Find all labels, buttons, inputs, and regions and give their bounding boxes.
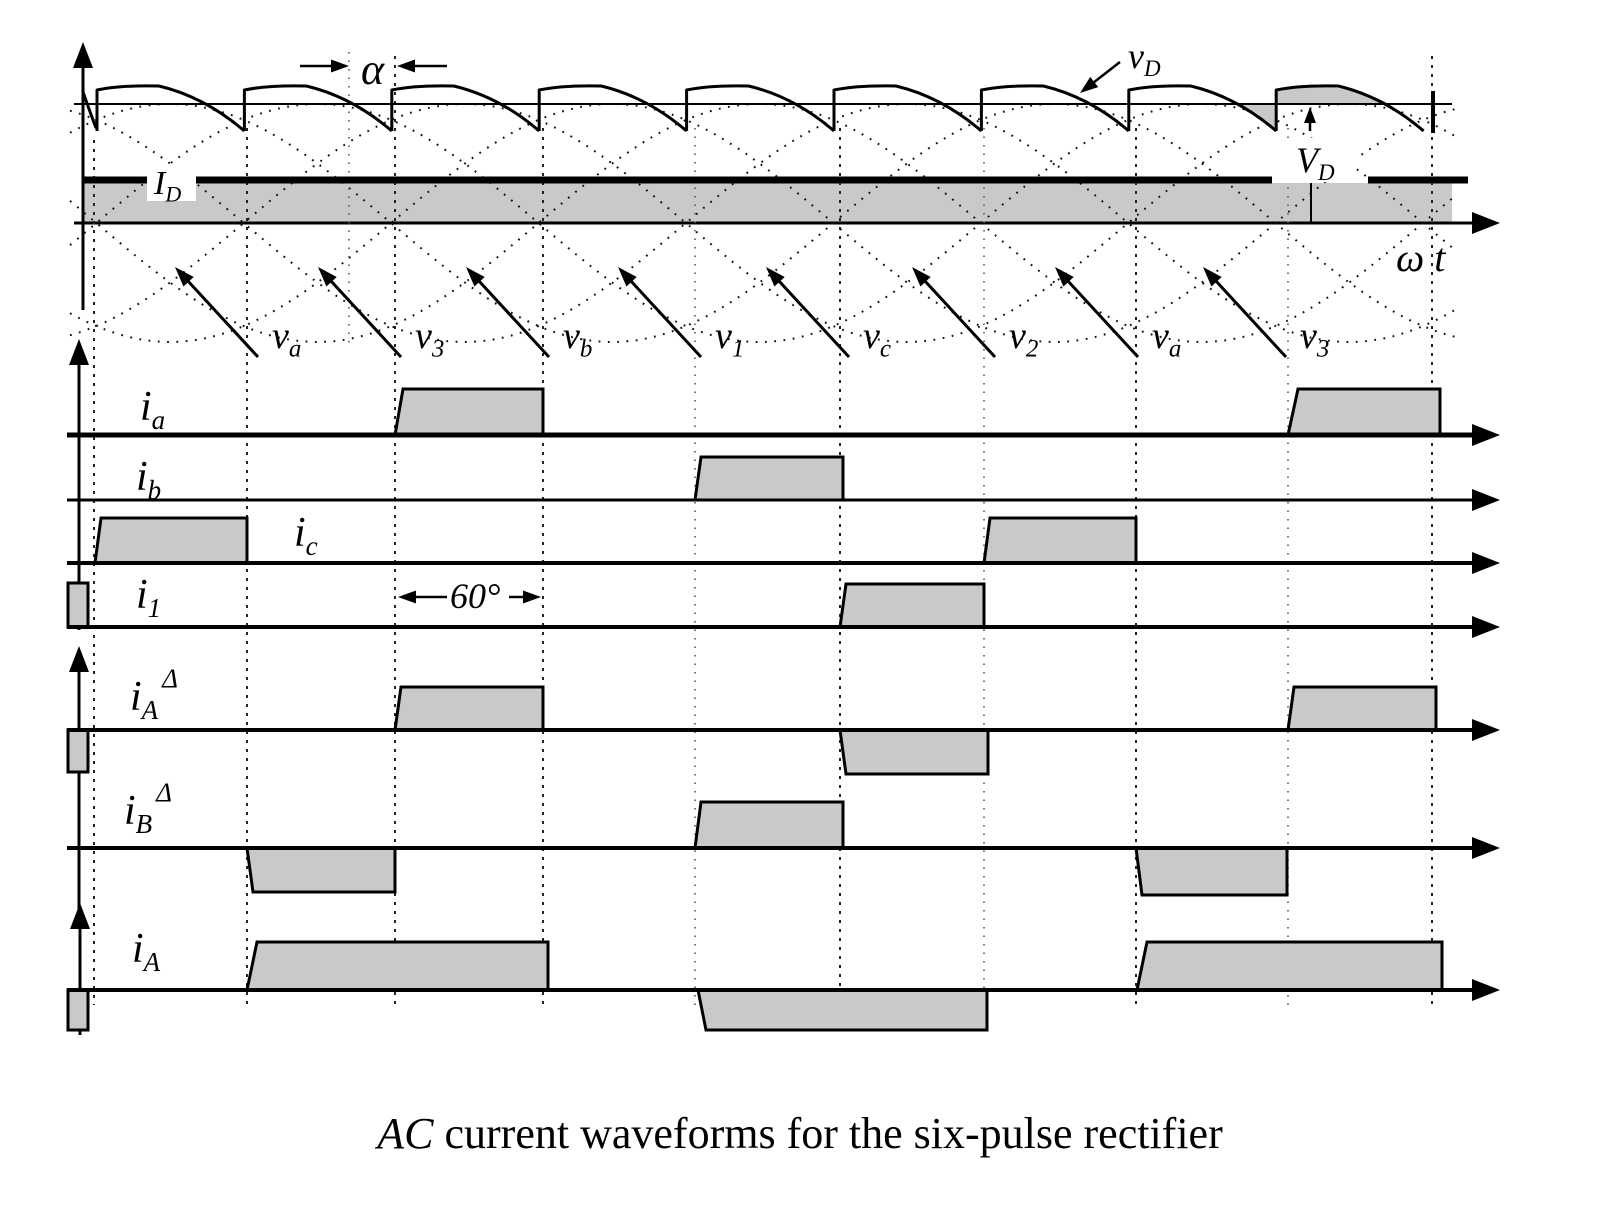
vertical-axis-1-arrowhead xyxy=(73,42,93,68)
sixty-right-arrow-head xyxy=(523,590,541,604)
phase-pointer-arrow-head xyxy=(175,267,194,287)
sixty-degree-label: 60° xyxy=(450,576,500,616)
vd-mean-arrow-head xyxy=(1304,107,1316,123)
i_A-pulse xyxy=(245,940,550,992)
i_B_delta-pulse xyxy=(245,846,397,894)
i_A-pulse xyxy=(1135,940,1444,992)
phase-label-v2: v2 xyxy=(1009,315,1038,362)
phase-voltage-sine-dotted xyxy=(69,103,1457,344)
i_B_delta-pulse xyxy=(1134,846,1289,897)
i_a-pulse xyxy=(1286,387,1442,437)
phase-pointer-arrow-head xyxy=(1203,267,1222,287)
phase-pointer-arrow-line xyxy=(320,270,403,359)
phase-label-v3: v3 xyxy=(415,315,444,362)
omega-t-axis-arrowhead xyxy=(1472,212,1500,234)
phase-label-v1: v1 xyxy=(715,315,744,362)
vertical-axis-4-arrowhead xyxy=(70,903,90,929)
i_B_delta-label: iBΔ xyxy=(124,778,172,840)
i_c-pulse xyxy=(93,516,249,565)
i_c-pulse xyxy=(982,516,1138,565)
i_B_delta-pulse xyxy=(693,800,845,850)
phase-pointer-arrow-line xyxy=(768,270,851,359)
phase-voltage-sine-dotted xyxy=(69,103,1457,344)
i_b-pulse xyxy=(693,455,845,502)
sixty-left-arrow-head xyxy=(398,590,416,604)
phase-pointer-arrow-line xyxy=(468,270,551,359)
vd-mean-label: VD xyxy=(1296,140,1335,185)
vd-ripple-curve xyxy=(81,84,1425,133)
i_b-label: ib xyxy=(136,454,161,505)
i_c-axis-arrowhead xyxy=(1472,552,1500,574)
phase-pointer-arrow-line xyxy=(1057,270,1140,359)
i_B_delta-axis-arrowhead xyxy=(1472,837,1500,859)
vd-pointer-arrow-head xyxy=(1080,76,1099,93)
i_c-label: ic xyxy=(294,510,318,561)
figure-caption: AC current waveforms for the six-pulse r… xyxy=(0,1108,1600,1159)
i_A_delta-pulse xyxy=(393,685,545,732)
phase-pointer-arrow-head xyxy=(1055,267,1074,287)
vd-mean-label-box xyxy=(1286,138,1356,182)
i_A_delta-pulse xyxy=(66,728,90,774)
i_1-axis-arrowhead xyxy=(1472,616,1500,638)
phase-pointer-arrow-line xyxy=(177,270,260,359)
alpha-left-arrow-head xyxy=(331,59,349,73)
i_1-label: i1 xyxy=(136,572,161,623)
phase-pointer-arrow-head xyxy=(318,267,337,287)
vertical-axis-3-arrowhead xyxy=(69,646,89,672)
alpha-label: α xyxy=(361,45,385,94)
vd-label-box xyxy=(1122,38,1178,76)
caption-italic-prefix: AC xyxy=(377,1109,434,1158)
i_A_delta-pulse xyxy=(1286,685,1438,732)
i_A_delta-label: iAΔ xyxy=(130,664,178,726)
i_A_delta-axis-arrowhead xyxy=(1472,719,1500,741)
omega-t-label: ω t xyxy=(1396,235,1446,280)
i_a-label: ia xyxy=(140,384,165,435)
phase-label-vc: vc xyxy=(863,315,891,362)
alpha-right-arrow-head xyxy=(397,59,415,73)
phase-pointer-arrow-line xyxy=(1205,270,1288,359)
vd-ripple-shade-below xyxy=(1239,105,1276,130)
i_a-pulse xyxy=(393,387,545,437)
i_A-label: iA xyxy=(132,926,161,977)
caption-text: current waveforms for the six-pulse rect… xyxy=(433,1109,1223,1158)
i_b-axis-arrowhead xyxy=(1472,489,1500,511)
i_a-axis-arrowhead xyxy=(1472,424,1500,446)
vertical-axis-2-arrowhead xyxy=(69,339,89,365)
i_A-pulse xyxy=(66,988,90,1032)
phase-pointer-arrow-line xyxy=(620,270,703,359)
phase-label-vb: vb xyxy=(563,315,592,362)
i_1-pulse xyxy=(66,581,90,629)
id-label-box xyxy=(147,165,196,201)
dc-current-band xyxy=(83,183,1452,223)
id-label: ID xyxy=(153,165,181,206)
phase-pointer-arrow-head xyxy=(766,267,785,287)
phase-pointer-arrow-head xyxy=(466,267,485,287)
phase-pointer-arrow-head xyxy=(618,267,637,287)
i_A_delta-pulse xyxy=(838,728,990,776)
phase-pointer-arrow-head xyxy=(912,267,931,287)
vd-ripple-shade-above xyxy=(1276,86,1390,104)
vd-label: vD xyxy=(1128,36,1161,81)
i_A-pulse xyxy=(696,988,989,1032)
phase-label-va: va xyxy=(1152,315,1181,362)
phase-pointer-arrow-line xyxy=(914,270,997,359)
phase-label-va: va xyxy=(272,315,301,362)
phase-voltage-sine-dotted xyxy=(69,102,1457,343)
i_A-axis-arrowhead xyxy=(1472,979,1500,1001)
i_1-pulse xyxy=(838,582,986,629)
phase-label-v3: v3 xyxy=(1300,315,1329,362)
